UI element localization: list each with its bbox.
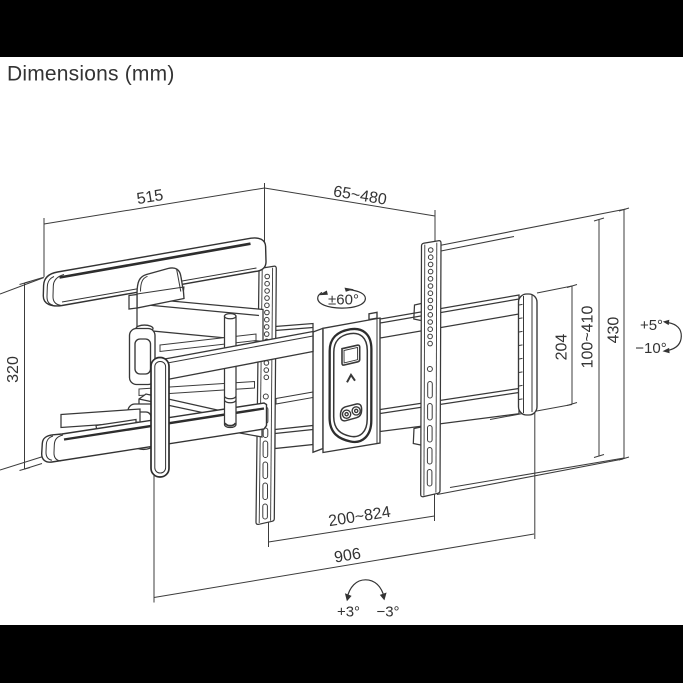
svg-text:515: 515 xyxy=(136,187,165,208)
svg-text:204: 204 xyxy=(554,334,571,361)
svg-text:+5°: +5° xyxy=(640,317,663,334)
svg-text:±60°: ±60° xyxy=(328,292,359,309)
svg-text:430: 430 xyxy=(606,317,623,344)
svg-text:−3°: −3° xyxy=(376,604,399,621)
svg-text:+3°: +3° xyxy=(337,604,360,621)
svg-text:100~410: 100~410 xyxy=(580,306,597,369)
svg-text:320: 320 xyxy=(5,356,22,383)
svg-text:Dimensions (mm): Dimensions (mm) xyxy=(7,63,175,86)
svg-text:906: 906 xyxy=(333,545,362,566)
svg-text:−10°: −10° xyxy=(635,340,666,357)
